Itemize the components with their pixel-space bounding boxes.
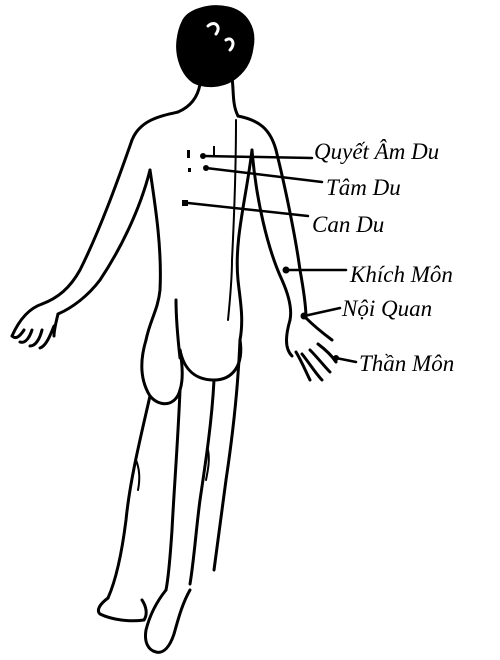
left-foot: [98, 598, 146, 621]
leader-tam-du: [206, 168, 322, 182]
left-leg: [108, 396, 150, 598]
label-quyet-am-du: Quyết Âm Du: [314, 140, 439, 163]
torso-right: [237, 150, 252, 340]
left-shoulder: [132, 112, 178, 140]
left-arm: [42, 140, 132, 304]
right-arm: [276, 150, 306, 318]
left-hand: [12, 304, 58, 348]
hair: [178, 7, 253, 86]
buttocks: [142, 340, 182, 404]
label-tam-du: Tâm Du: [326, 176, 401, 199]
spine: [228, 120, 236, 320]
leader-noi-quan: [304, 308, 340, 316]
torso-left: [146, 170, 160, 340]
leader-than-mon: [336, 358, 356, 362]
label-khich-mon: Khích Môn: [350, 263, 453, 286]
right-hand: [287, 318, 337, 380]
right-foot: [145, 590, 190, 652]
label-than-mon: Thần Môn: [359, 352, 454, 375]
label-noi-quan: Nội Quan: [342, 297, 432, 320]
neck: [232, 78, 238, 116]
right-shoulder: [238, 116, 276, 150]
right-leg: [190, 380, 214, 584]
leader-quyet-am-du: [203, 156, 312, 158]
label-can-du: Can Du: [312, 213, 384, 236]
